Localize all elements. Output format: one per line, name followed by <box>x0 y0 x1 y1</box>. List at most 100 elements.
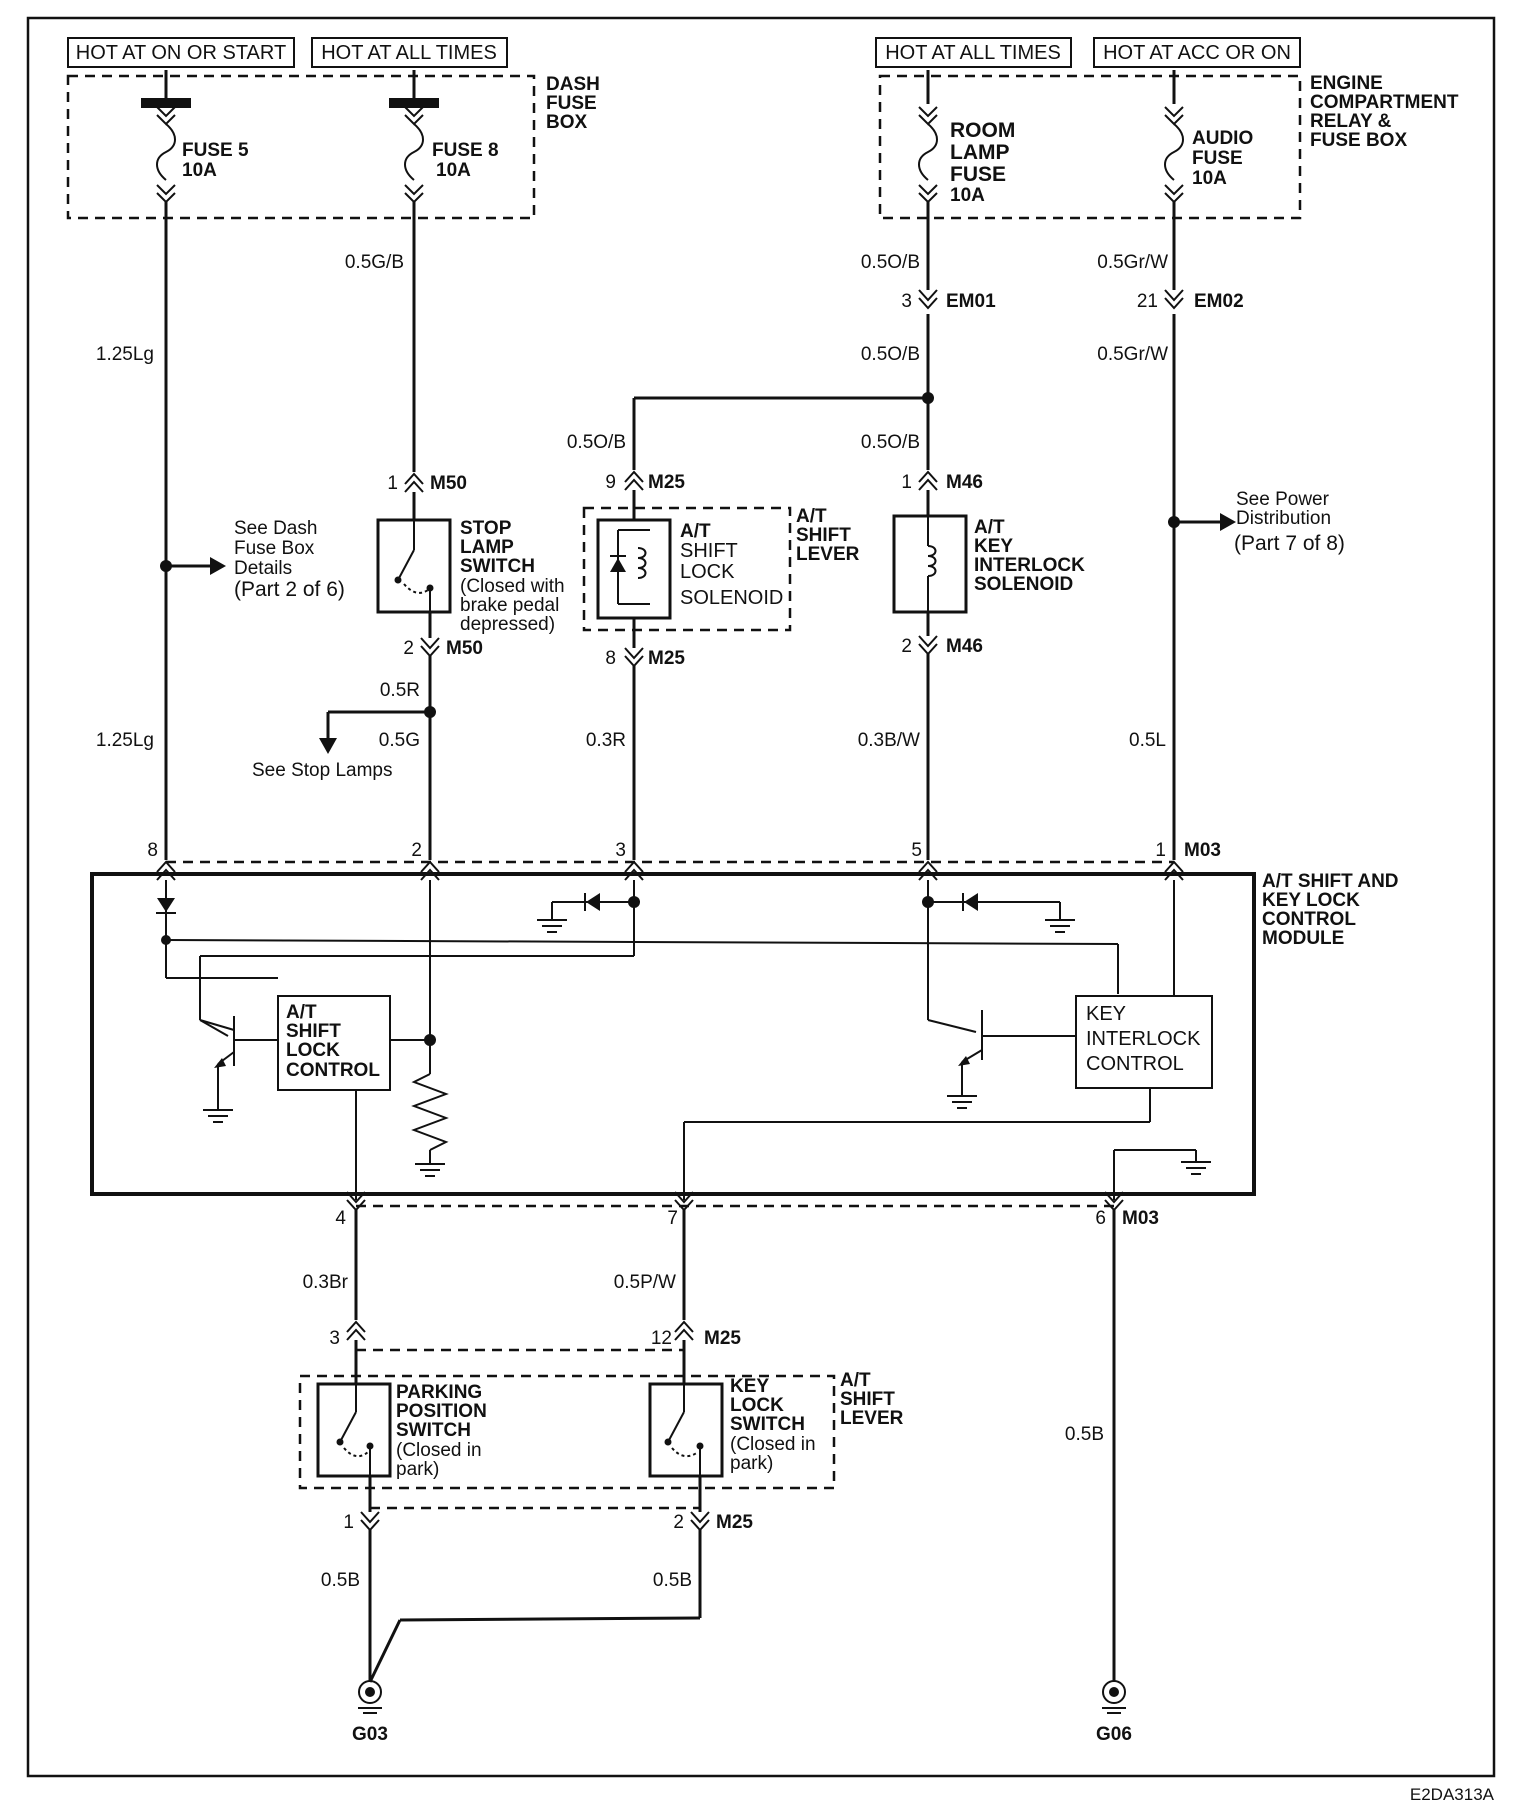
wire-label-0-5r: 0.5R <box>380 680 420 701</box>
connector-m25-pin-8: 8 M25 <box>605 618 685 669</box>
module-title: A/T SHIFT AND KEY LOCK CONTROL MODULE <box>1262 871 1399 949</box>
svg-text:2: 2 <box>901 636 912 657</box>
svg-text:A/T: A/T <box>840 1370 871 1391</box>
svg-text:(Part 2 of 6): (Part 2 of 6) <box>234 578 345 601</box>
at-shift-key-lock-control-module <box>90 872 1256 1196</box>
figure-code: E2DA313A <box>1410 1785 1495 1804</box>
shift-lock-transistor <box>199 1016 278 1123</box>
svg-text:A/T: A/T <box>796 506 827 527</box>
module-pin-2-resistor <box>390 880 449 1177</box>
svg-text:CONTROL: CONTROL <box>1262 909 1356 930</box>
svg-text:3: 3 <box>615 840 626 861</box>
header-hot-acc-on-text: HOT AT ACC OR ON <box>1103 42 1291 64</box>
audio-fuse-label-1: AUDIO <box>1192 128 1253 149</box>
fuse-5-rating: 10A <box>182 160 217 181</box>
wire-0-3r: 0.3R <box>586 666 636 860</box>
svg-text:12: 12 <box>651 1328 672 1349</box>
svg-text:2: 2 <box>673 1512 684 1533</box>
svg-text:M03: M03 <box>1184 840 1221 861</box>
svg-text:M25: M25 <box>648 472 685 493</box>
fuse-5-label: FUSE 5 <box>182 140 249 161</box>
svg-text:Details: Details <box>234 558 292 579</box>
svg-text:EM02: EM02 <box>1194 291 1244 312</box>
wire-label-0-5ob-right: 0.5O/B <box>861 432 920 453</box>
shift-lever-housing-top <box>582 506 792 632</box>
switch-connector-bottom-pins: 1 2 M25 <box>343 1476 753 1533</box>
audio-fuse: AUDIO FUSE 10A <box>1164 70 1253 203</box>
svg-text:4: 4 <box>335 1208 346 1229</box>
svg-text:LEVER: LEVER <box>840 1408 904 1429</box>
svg-text:PARKING: PARKING <box>396 1382 482 1403</box>
wire-label-0-5ob-mid: 0.5O/B <box>861 344 920 365</box>
stop-lamp-switch: STOP LAMP SWITCH (Closed with brake peda… <box>376 492 565 635</box>
wire-label-0-5ob-left: 0.5O/B <box>567 432 626 453</box>
svg-text:M25: M25 <box>704 1328 741 1349</box>
svg-text:(Closed in: (Closed in <box>730 1434 816 1455</box>
module-top-pins: 8 2 3 5 1 M03 <box>147 840 1221 881</box>
svg-text:2: 2 <box>411 840 422 861</box>
svg-text:ENGINE: ENGINE <box>1310 73 1383 94</box>
svg-text:1: 1 <box>901 472 912 493</box>
svg-text:3: 3 <box>329 1328 340 1349</box>
header-hot-on-start: HOT AT ON OR START <box>67 37 295 68</box>
key-lock-switch: KEY LOCK SWITCH (Closed in park) <box>648 1340 816 1478</box>
ground-g06: G06 <box>1096 1680 1132 1745</box>
module-pin-7-6-traces <box>683 1088 1212 1200</box>
svg-text:0.3Br: 0.3Br <box>303 1272 349 1293</box>
svg-text:2: 2 <box>403 638 414 659</box>
svg-text:LOCK: LOCK <box>680 561 735 583</box>
svg-text:A/T SHIFT AND: A/T SHIFT AND <box>1262 871 1399 892</box>
svg-text:M50: M50 <box>446 638 483 659</box>
svg-text:depressed): depressed) <box>460 614 555 635</box>
svg-text:SWITCH: SWITCH <box>730 1414 805 1435</box>
header-hot-all-times-left-text: HOT AT ALL TIMES <box>321 42 497 64</box>
svg-text:INTERLOCK: INTERLOCK <box>1086 1028 1201 1050</box>
header-hot-all-times-left: HOT AT ALL TIMES <box>311 37 508 68</box>
wire-label-gr-w-top: 0.5Gr/W <box>1097 252 1168 273</box>
ground-g06-label: G06 <box>1096 1724 1132 1745</box>
svg-text:SHIFT: SHIFT <box>680 540 738 562</box>
svg-text:M46: M46 <box>946 472 983 493</box>
wire-label-0-5ob-top: 0.5O/B <box>861 252 920 273</box>
svg-text:STOP: STOP <box>460 518 512 539</box>
svg-text:KEY: KEY <box>1086 1003 1126 1025</box>
wire-label-gr-w-mid: 0.5Gr/W <box>1097 344 1168 365</box>
header-hot-all-times-right-text: HOT AT ALL TIMES <box>885 42 1061 64</box>
svg-text:POSITION: POSITION <box>396 1401 487 1422</box>
audio-fuse-label-2: FUSE <box>1192 148 1243 169</box>
svg-text:0.3R: 0.3R <box>586 730 626 751</box>
svg-text:CONTROL: CONTROL <box>1086 1053 1184 1075</box>
dash-fuse-box-title: DASH FUSE BOX <box>546 74 600 133</box>
wire-g-b: 0.5G/B <box>345 202 416 472</box>
svg-text:3: 3 <box>901 291 912 312</box>
svg-text:SWITCH: SWITCH <box>460 556 535 577</box>
wire-0-5r-0-5g: 0.5R 0.5G See Stop Lamps <box>252 656 436 860</box>
header-hot-on-start-text: HOT AT ON OR START <box>76 42 286 64</box>
wire-label-1-25lg-bottom: 1.25Lg <box>96 730 154 751</box>
wire-label-0-5g: 0.5G <box>379 730 420 751</box>
shift-lever-label-bottom: A/T SHIFT LEVER <box>840 1370 904 1429</box>
svg-text:M50: M50 <box>430 473 467 494</box>
svg-text:(Closed with: (Closed with <box>460 576 565 597</box>
switch-connector-top-pins: 3 12 M25 <box>329 1320 741 1349</box>
svg-text:KEY LOCK: KEY LOCK <box>1262 890 1360 911</box>
svg-text:A/T: A/T <box>680 521 711 542</box>
svg-text:M25: M25 <box>648 648 685 669</box>
wire-label-0-5l: 0.5L <box>1129 730 1166 751</box>
key-interlock-solenoid: A/T KEY INTERLOCK SOLENOID <box>892 490 1085 614</box>
svg-text:park): park) <box>730 1453 773 1474</box>
svg-text:7: 7 <box>667 1208 678 1229</box>
module-bottom-pins: 4 7 6 M03 <box>335 1191 1159 1229</box>
connector-em01: 3 EM01 <box>901 289 996 312</box>
svg-text:0.5B: 0.5B <box>1065 1424 1104 1445</box>
svg-text:0.3B/W: 0.3B/W <box>858 730 920 751</box>
room-lamp-fuse-rating: 10A <box>950 185 985 206</box>
engine-compartment-box <box>878 74 1302 220</box>
fuse-5: FUSE 5 10A <box>141 70 249 203</box>
svg-text:5: 5 <box>911 840 922 861</box>
svg-text:Fuse Box: Fuse Box <box>234 538 315 559</box>
svg-text:SHIFT: SHIFT <box>840 1389 895 1410</box>
svg-text:M46: M46 <box>946 636 983 657</box>
svg-text:8: 8 <box>605 648 616 669</box>
